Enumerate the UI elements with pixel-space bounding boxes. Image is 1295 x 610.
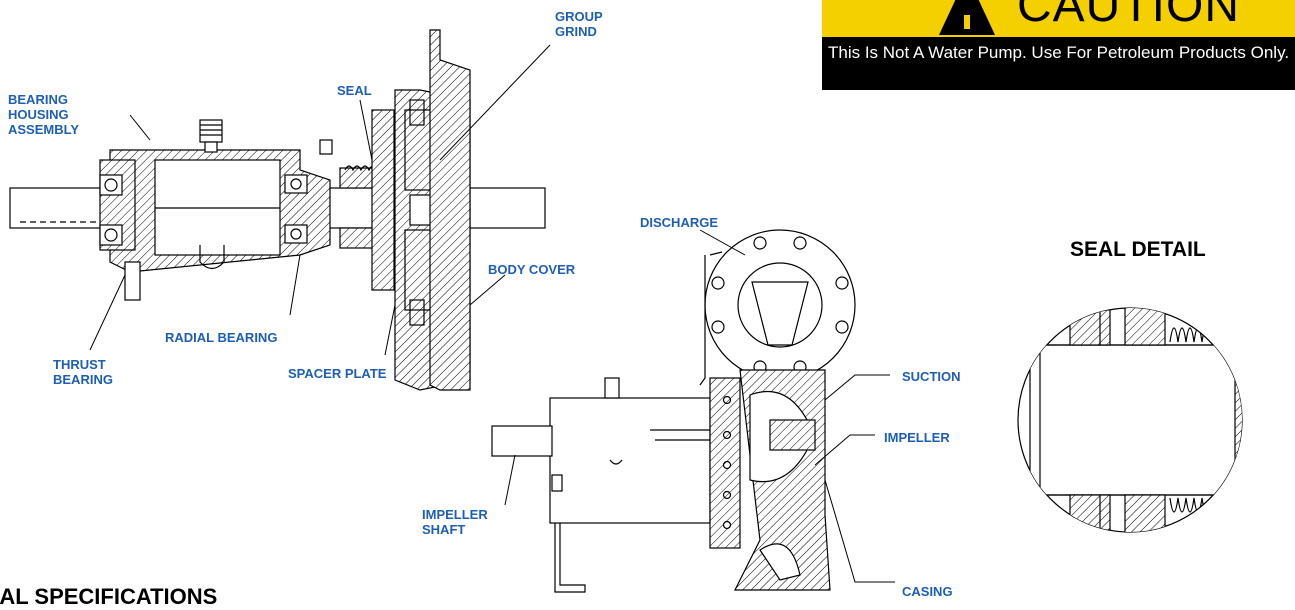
radial-bearing-shape — [284, 174, 308, 194]
bearing-frame — [549, 397, 711, 524]
caution-word: CAUTION — [1017, 0, 1240, 32]
spacer-plate-shape — [371, 109, 395, 291]
caution-black-band — [822, 37, 1295, 90]
caution-message: This Is Not A Water Pump. Use For Petrol… — [828, 43, 1290, 62]
label-group-grind: GROUP GRIND — [555, 9, 603, 39]
caution-banner: CAUTION This Is Not A Water Pump. Use Fo… — [822, 0, 1295, 90]
label-seal: SEAL — [337, 83, 372, 98]
discharge-flange — [704, 229, 856, 381]
pump-cross-section — [9, 29, 546, 391]
side-leader-lines — [504, 229, 895, 583]
label-impeller: IMPELLER — [884, 430, 950, 445]
leader-lines — [89, 44, 551, 356]
label-body-cover: BODY COVER — [488, 262, 576, 277]
thrust-bearing-shape — [99, 174, 123, 196]
label-discharge: DISCHARGE — [640, 215, 719, 230]
label-bearing-housing-assembly: BEARING HOUSING ASSEMBLY — [8, 92, 80, 137]
label-radial-bearing: RADIAL BEARING — [165, 330, 278, 345]
label-impeller-shaft: IMPELLER SHAFT — [422, 507, 488, 537]
label-spacer-plate: SPACER PLATE — [288, 366, 387, 381]
seal-detail-circle — [1017, 307, 1243, 533]
seal-specifications-heading: SEAL SPECIFICATIONS — [0, 584, 218, 609]
label-suction: SUCTION — [902, 369, 961, 384]
casing-plate — [709, 377, 741, 549]
caution-yellow-band: CAUTION — [822, 0, 1295, 37]
pump-side-view — [491, 229, 856, 593]
label-casing: CASING — [902, 584, 953, 599]
label-thrust-bearing: THRUST BEARING — [53, 357, 113, 387]
seal-detail-title: SEAL DETAIL — [1070, 238, 1206, 261]
warning-triangle-icon — [939, 0, 995, 35]
